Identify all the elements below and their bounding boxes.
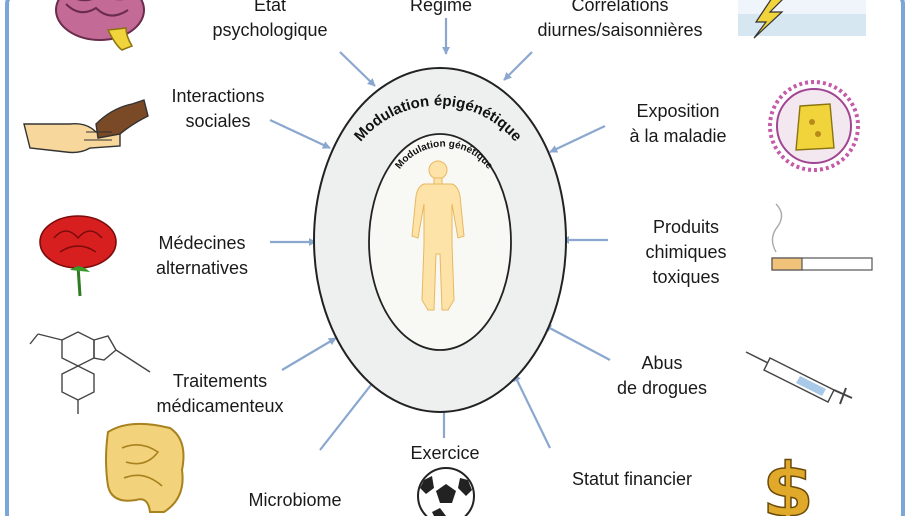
cigarette-icon xyxy=(771,203,873,271)
dollar-icon: $ xyxy=(762,447,815,516)
arrow-interactions xyxy=(269,119,331,149)
label-exposition-maladie: Exposition à la maladie xyxy=(629,101,727,146)
arrow-variations xyxy=(503,51,533,81)
molecule-icon xyxy=(29,331,151,414)
svg-text:$: $ xyxy=(762,448,814,516)
arrows xyxy=(269,18,611,451)
arrow-traitements xyxy=(281,337,337,371)
label-abus-drogues: Abus de drogues xyxy=(616,353,708,398)
handshake-icon xyxy=(23,99,149,154)
label-medecines-alternatives: Médecines alternatives xyxy=(155,233,249,278)
rose-icon xyxy=(39,215,117,297)
syringe-icon xyxy=(745,351,853,405)
arrow-microbiome xyxy=(319,375,379,451)
label-interactions-sociales: Interactions sociales xyxy=(171,86,265,131)
arrow-etat xyxy=(339,51,376,87)
label-variations: Corrélations diurnes/saisonnières xyxy=(537,0,703,40)
label-statut-financier: Statut financier xyxy=(571,469,693,489)
human-body-icon xyxy=(411,160,465,311)
label-traitements-medicamenteux: Traitements médicamenteux xyxy=(156,371,284,416)
arrow-exposition xyxy=(549,125,606,153)
lightning-icon xyxy=(738,0,866,39)
label-etat-psychologique: État psychologique xyxy=(212,0,328,40)
arrow-abus xyxy=(543,324,611,361)
label-produits-chimiques: Produits chimiques toxiques xyxy=(645,217,727,287)
brain-icon xyxy=(55,0,145,51)
soccer-ball-icon xyxy=(417,467,475,516)
intestine-icon xyxy=(105,422,185,513)
frame-border xyxy=(5,0,905,516)
label-exercice: Exercice xyxy=(410,443,480,463)
label-regime: Régime xyxy=(409,0,473,15)
label-microbiome: Microbiome xyxy=(248,490,342,510)
arrow-statut xyxy=(513,373,551,449)
virus-icon xyxy=(768,80,860,172)
